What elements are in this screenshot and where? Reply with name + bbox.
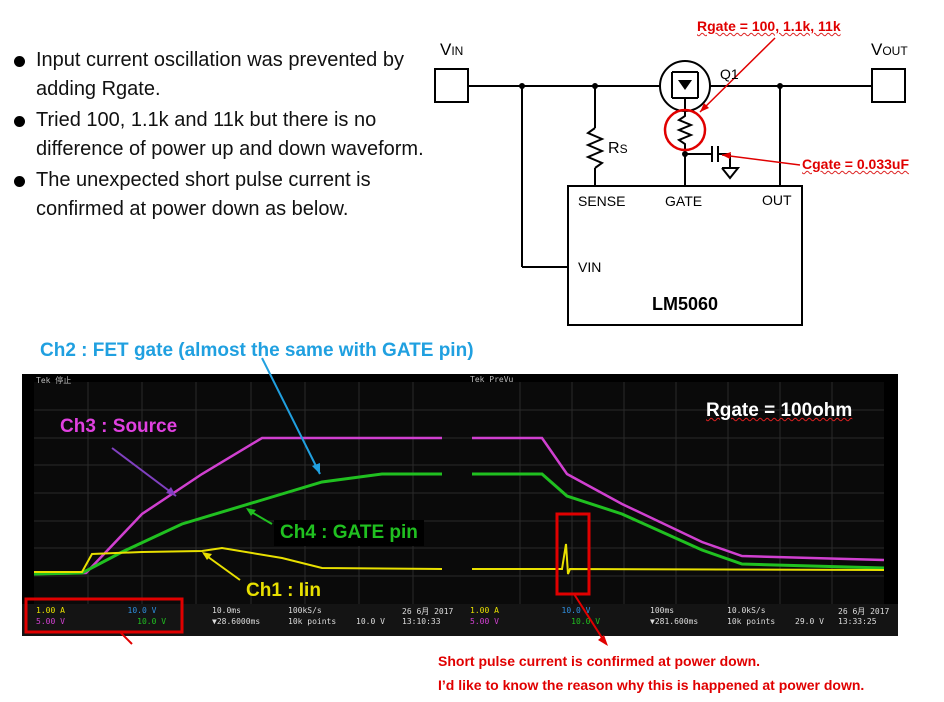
- bullet-list: Input current oscillation was prevented …: [8, 46, 428, 226]
- cgate-arrow: [721, 154, 801, 166]
- ch1-scale: 1.00 A: [470, 606, 499, 615]
- trigger-position: ▼28.6000ms: [212, 617, 261, 626]
- bullet-dot-icon: [14, 56, 25, 67]
- date: 26 6月 2017: [838, 607, 890, 616]
- bullet-dot-icon: [14, 176, 25, 187]
- rs-label: RS: [608, 140, 628, 157]
- bullet-item: Input current oscillation was prevented …: [8, 46, 428, 104]
- record-length: 10k points: [727, 617, 776, 626]
- timebase: 100ms: [650, 606, 675, 615]
- date: 26 6月 2017: [402, 607, 454, 616]
- ch3-scale: 5.00 V: [36, 617, 65, 626]
- q1-label: Q1: [720, 66, 739, 82]
- vin-terminal: [434, 68, 469, 103]
- scope-left-status: Tek 停止: [36, 376, 72, 385]
- scope-left-status-bar: 1.00 A 10.0 V: [36, 606, 156, 615]
- vout-terminal: [871, 68, 906, 103]
- ch4-scale: 10.0 V: [571, 617, 601, 626]
- scope-screen-left: [33, 382, 468, 604]
- scope-right-status: Tek PreVu: [470, 375, 514, 384]
- pin-out-label: OUT: [762, 192, 792, 208]
- ch4-label: Ch4 : GATE pin: [274, 520, 424, 546]
- ch3-arrow: [111, 447, 177, 497]
- ch1-trace-left: [34, 546, 443, 573]
- ch1-trace-right: [472, 543, 885, 575]
- ch2-label: Ch2 : FET gate (almost the same with GAT…: [40, 340, 474, 361]
- bullet-item: Tried 100, 1.1k and 11k but there is no …: [8, 106, 428, 164]
- sample-rate: 10.0kS/s: [727, 606, 766, 615]
- scope-annotations: [24, 357, 608, 646]
- ch4-trace-left: [33, 472, 442, 576]
- ch2-arrow: [261, 357, 321, 475]
- short-pulse-highlight: [555, 512, 591, 596]
- trigger-position: ▼281.600ms: [650, 617, 699, 626]
- ch4-trace-right: [472, 472, 885, 570]
- pin-gate-label: GATE: [665, 193, 703, 209]
- ic-name-label: LM5060: [652, 294, 719, 314]
- note-line-2: I’d like to know the reason why this is …: [438, 677, 865, 693]
- ch3-scale: 5.00 V: [470, 617, 499, 626]
- cgate-value-note: Cgate = 0.033uF: [802, 156, 909, 172]
- rgate-values-note: Rgate = 100, 1.1k, 11k: [697, 18, 841, 34]
- pin-sense-label: SENSE: [578, 193, 626, 209]
- short-pulse-arrow: [573, 593, 607, 645]
- time: 13:10:33: [402, 617, 441, 626]
- record-length: 10k points: [288, 617, 337, 626]
- rgate-scope-label: Rgate = 100ohm: [706, 400, 853, 421]
- note-line-1: Short pulse current is confirmed at powe…: [438, 653, 761, 669]
- circuit-schematic: [434, 37, 906, 326]
- vout-label: VOUT: [871, 40, 908, 59]
- channel-settings-highlight: [24, 597, 184, 634]
- rgate-arrow: [699, 37, 776, 113]
- ch1-scale: 1.00 A: [36, 606, 65, 615]
- trigger-level: 29.0 V: [795, 617, 824, 626]
- bullet-text: Input current oscillation was prevented …: [36, 49, 404, 100]
- bullet-text: The unexpected short pulse current is co…: [36, 169, 371, 220]
- scope-screen-right: [468, 382, 885, 604]
- rgate-highlight: [663, 108, 707, 152]
- ch3-label: Ch3 : Source: [60, 416, 178, 437]
- ch3-trace-right: [472, 436, 885, 562]
- bullet-item: The unexpected short pulse current is co…: [8, 166, 428, 224]
- ch4-scale: 10.0 V: [137, 617, 167, 626]
- bullet-text: Tried 100, 1.1k and 11k but there is no …: [36, 109, 424, 160]
- pin-vin-label: VIN: [578, 259, 602, 275]
- sample-rate: 100kS/s: [288, 606, 322, 615]
- timebase: 10.0ms: [212, 606, 241, 615]
- scope-graphics: [22, 382, 898, 636]
- bullet-dot-icon: [14, 116, 25, 127]
- ch2-scale: 10.0 V: [127, 606, 157, 615]
- ch1-label: Ch1 : Iin: [246, 580, 321, 601]
- trigger-level: 10.0 V: [356, 617, 385, 626]
- ch1-arrow: [203, 553, 241, 581]
- vin-label: VIN: [440, 40, 464, 59]
- ch2-scale: 10.0 V: [561, 606, 591, 615]
- time: 13:33:25: [838, 617, 877, 626]
